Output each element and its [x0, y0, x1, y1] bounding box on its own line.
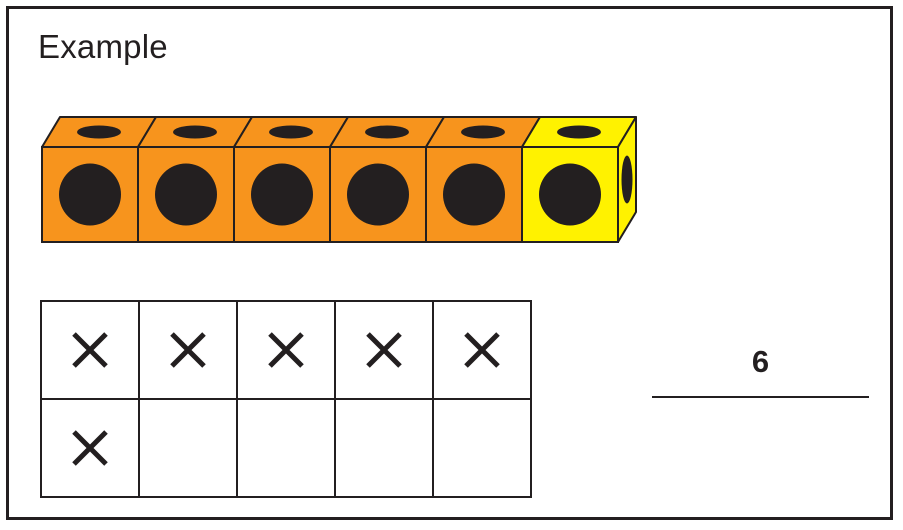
cube-top-hole — [269, 126, 313, 139]
ten-frame-row — [41, 399, 531, 497]
cube-front-hole — [251, 164, 313, 226]
ten-frame-cell — [139, 399, 237, 497]
cube-front-hole — [539, 164, 601, 226]
ten-frame-cell — [237, 301, 335, 399]
answer-line: 6 — [652, 340, 869, 398]
cube-front-hole — [443, 164, 505, 226]
cube-top-hole — [557, 126, 601, 139]
cube-front-hole — [59, 164, 121, 226]
cube-front-hole — [347, 164, 409, 226]
ten-frame-cell — [433, 301, 531, 399]
x-mark-icon — [168, 330, 208, 370]
ten-frame-cell — [237, 399, 335, 497]
answer-value: 6 — [752, 340, 769, 384]
cube-side-hole — [622, 156, 633, 204]
ten-frame-cell — [41, 301, 139, 399]
x-mark-icon — [266, 330, 306, 370]
cube-top-hole — [173, 126, 217, 139]
x-mark-icon — [70, 330, 110, 370]
cube-top-hole — [365, 126, 409, 139]
cube-train — [0, 0, 903, 260]
ten-frame-cell — [41, 399, 139, 497]
x-mark-icon — [462, 330, 502, 370]
ten-frame-cell — [433, 399, 531, 497]
cube-front-hole — [155, 164, 217, 226]
x-mark-icon — [70, 428, 110, 468]
x-mark-icon — [364, 330, 404, 370]
ten-frame-cell — [335, 301, 433, 399]
ten-frame-cell — [139, 301, 237, 399]
ten-frame — [40, 300, 532, 498]
cube-top-hole — [461, 126, 505, 139]
ten-frame-cell — [335, 399, 433, 497]
ten-frame-row — [41, 301, 531, 399]
cube-top-hole — [77, 126, 121, 139]
